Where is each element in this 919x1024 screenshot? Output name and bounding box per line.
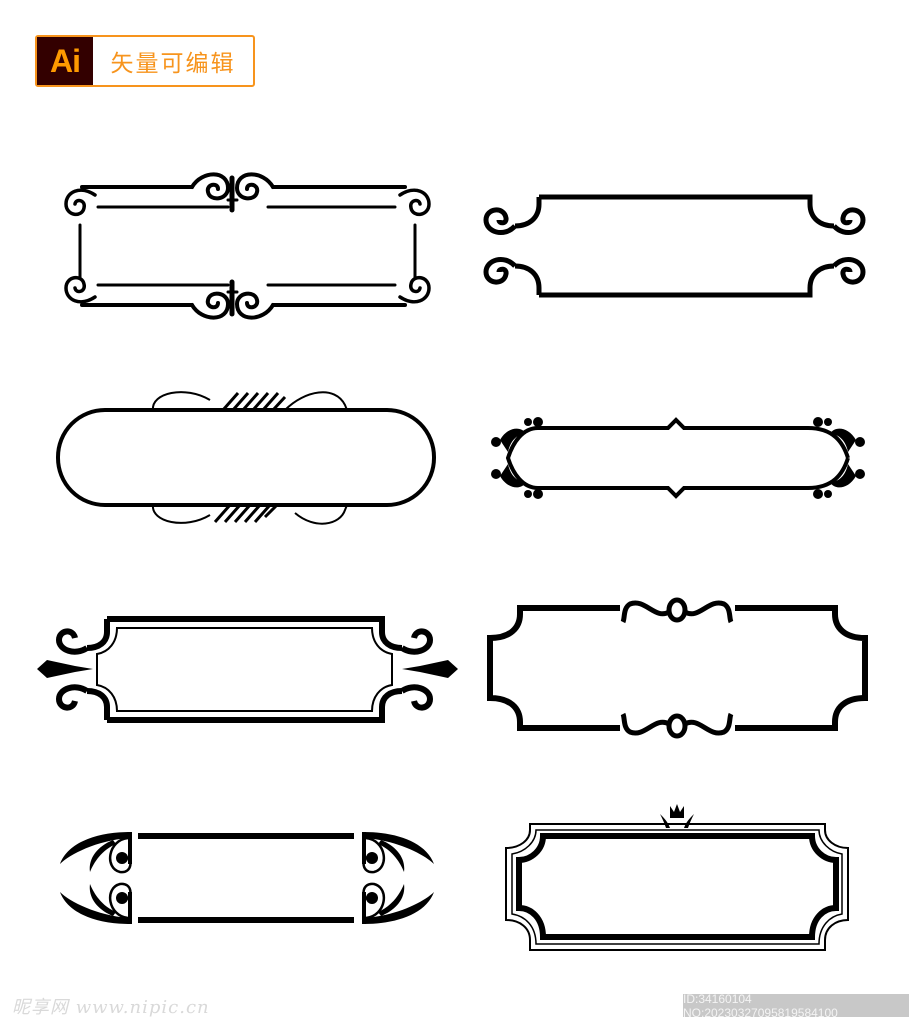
frame-crown-top (500, 800, 855, 955)
badge-label: 矢量可编辑 (110, 51, 236, 77)
illustrator-logo-icon: Ai (37, 37, 93, 85)
vector-editable-badge: Ai 矢量可编辑 (35, 35, 255, 87)
image-id-label: ID:34160104 NO:20230327095819584100 (683, 992, 909, 1020)
frame-spiral-corners (60, 160, 435, 332)
frame-curl-ends (58, 828, 436, 928)
frame-rounded-rope (55, 385, 440, 530)
frame-scroll-corners (482, 190, 872, 302)
frame-fleur-ends (35, 612, 460, 727)
nipic-watermark: 昵享网 www.nipic.cn (12, 997, 210, 1018)
frame-floral-corners (488, 412, 868, 504)
frame-ribbon-knots (485, 597, 870, 739)
